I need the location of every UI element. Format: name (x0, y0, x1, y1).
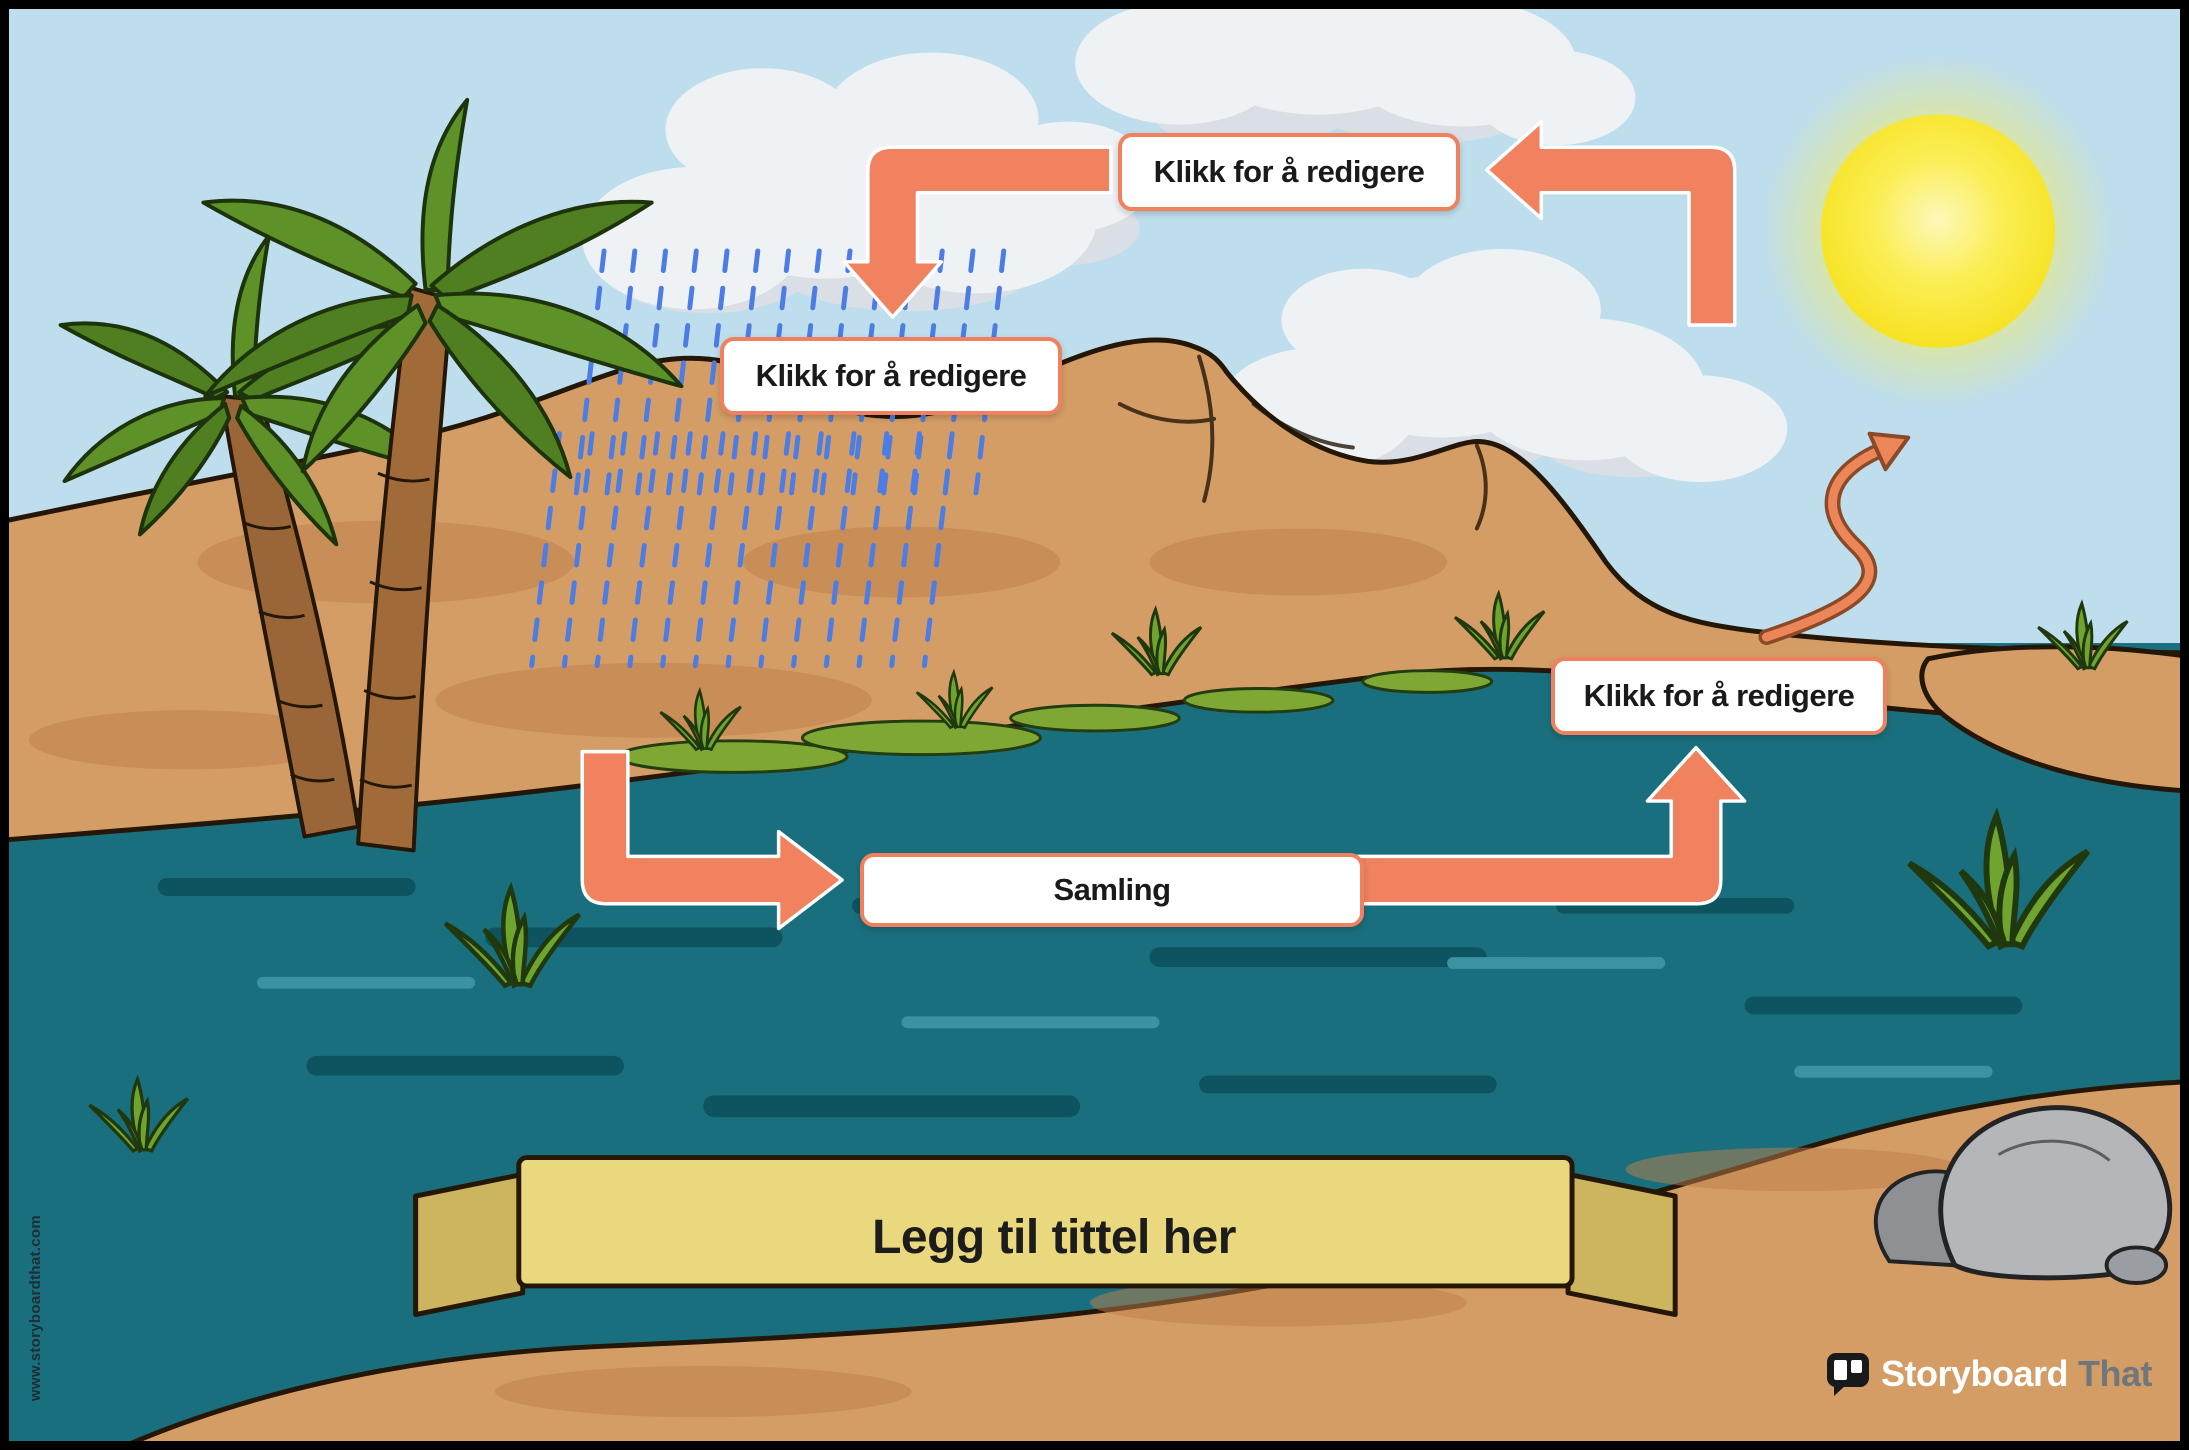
edit-label-evaporation-text: Klikk for å redigere (1583, 678, 1855, 713)
palm-trees (58, 97, 684, 853)
logo-text-secondary: That (2078, 1353, 2153, 1394)
banner-title[interactable]: Legg til tittel her (872, 1210, 1236, 1264)
label-collection-text: Samling (1053, 872, 1171, 907)
elbow-arrow-right-icon (580, 749, 844, 931)
speech-bubble-icon (1826, 1353, 1869, 1396)
banner-ribbon (413, 1155, 1678, 1318)
foreground-sand (130, 1079, 2180, 1441)
shore-vegetation (617, 669, 1494, 774)
logo-text-primary: Storyboard (1880, 1353, 2069, 1394)
edit-label-precipitation[interactable]: Klikk for å redigere (720, 337, 1062, 415)
cloud-top-icon (1075, 9, 1636, 150)
sun-icon (1761, 55, 2115, 407)
cloud-right-icon (1218, 248, 1788, 483)
elbow-arrow-left-icon (1485, 119, 1737, 327)
rocks (1873, 1105, 2173, 1285)
scene-illustration (9, 9, 2180, 1441)
flow-arrows (580, 119, 1911, 931)
edit-label-evaporation[interactable]: Klikk for å redigere (1551, 657, 1887, 735)
watermark: www.storyboardthat.com (27, 1214, 44, 1401)
elbow-arrow-down-icon (842, 145, 1113, 319)
label-collection[interactable]: Samling (860, 853, 1364, 927)
edit-label-cloud[interactable]: Klikk for å redigere (1118, 133, 1460, 211)
wavy-arrow-up-icon (1758, 431, 1911, 646)
edit-label-cloud-text: Klikk for å redigere (1153, 154, 1425, 189)
edit-label-precipitation-text: Klikk for å redigere (755, 358, 1027, 393)
elbow-arrow-up-icon (1355, 745, 1747, 906)
right-shore (1919, 644, 2180, 793)
